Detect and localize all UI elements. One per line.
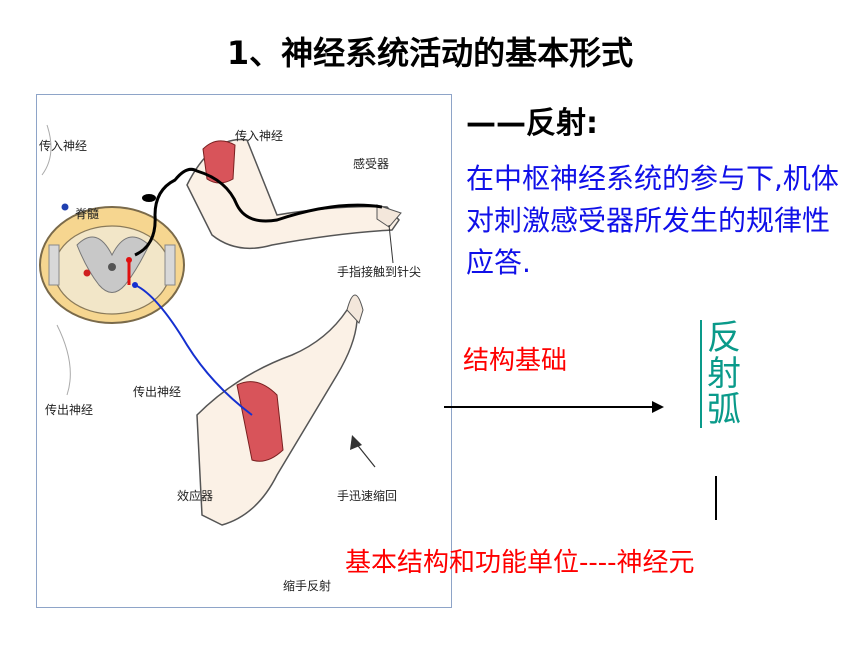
vertical-connector <box>715 476 717 520</box>
label-efferent-mid: 传出神经 <box>133 385 182 399</box>
efferent-pathway <box>134 284 253 416</box>
lower-arm <box>196 294 376 526</box>
label-effector: 效应器 <box>177 489 214 503</box>
reflex-illustration <box>39 124 402 526</box>
label-efferent-left: 传出神经 <box>45 403 94 417</box>
reflex-definition: 在中枢神经系统的参与下,机体对刺激感受器所发生的规律性应答. <box>466 162 839 279</box>
figure-caption: 缩手反射 <box>283 579 332 593</box>
structure-arrow <box>444 401 664 413</box>
reflex-heading: ——反射: <box>466 106 598 141</box>
interneuron-dot <box>83 269 91 277</box>
spinal-cord-section <box>39 206 185 324</box>
label-receptor: 感受器 <box>353 157 390 171</box>
label-spinal-cord: 脊髓 <box>75 207 100 221</box>
ganglion-dot <box>61 203 69 211</box>
label-afferent-top: 传入神经 <box>235 129 284 143</box>
reflex-diagram: 传入神经 传入神经 感受器 脊髓 手指接触到针尖 传出神经 传出神经 效应器 手… <box>36 94 452 608</box>
label-retract: 手迅速缩回 <box>337 489 398 503</box>
label-stimulus: 手指接触到针尖 <box>337 265 422 279</box>
reflex-arc-term: 反射弧 <box>700 320 742 428</box>
basic-unit-label: 基本结构和功能单位----神经元 <box>345 548 695 578</box>
afferent-pathway <box>134 167 383 257</box>
upper-arm <box>186 138 402 264</box>
label-afferent-left: 传入神经 <box>39 139 88 153</box>
structure-basis-label: 结构基础 <box>463 346 568 376</box>
slide-title: 1、神经系统活动的基本形式 <box>226 34 634 72</box>
